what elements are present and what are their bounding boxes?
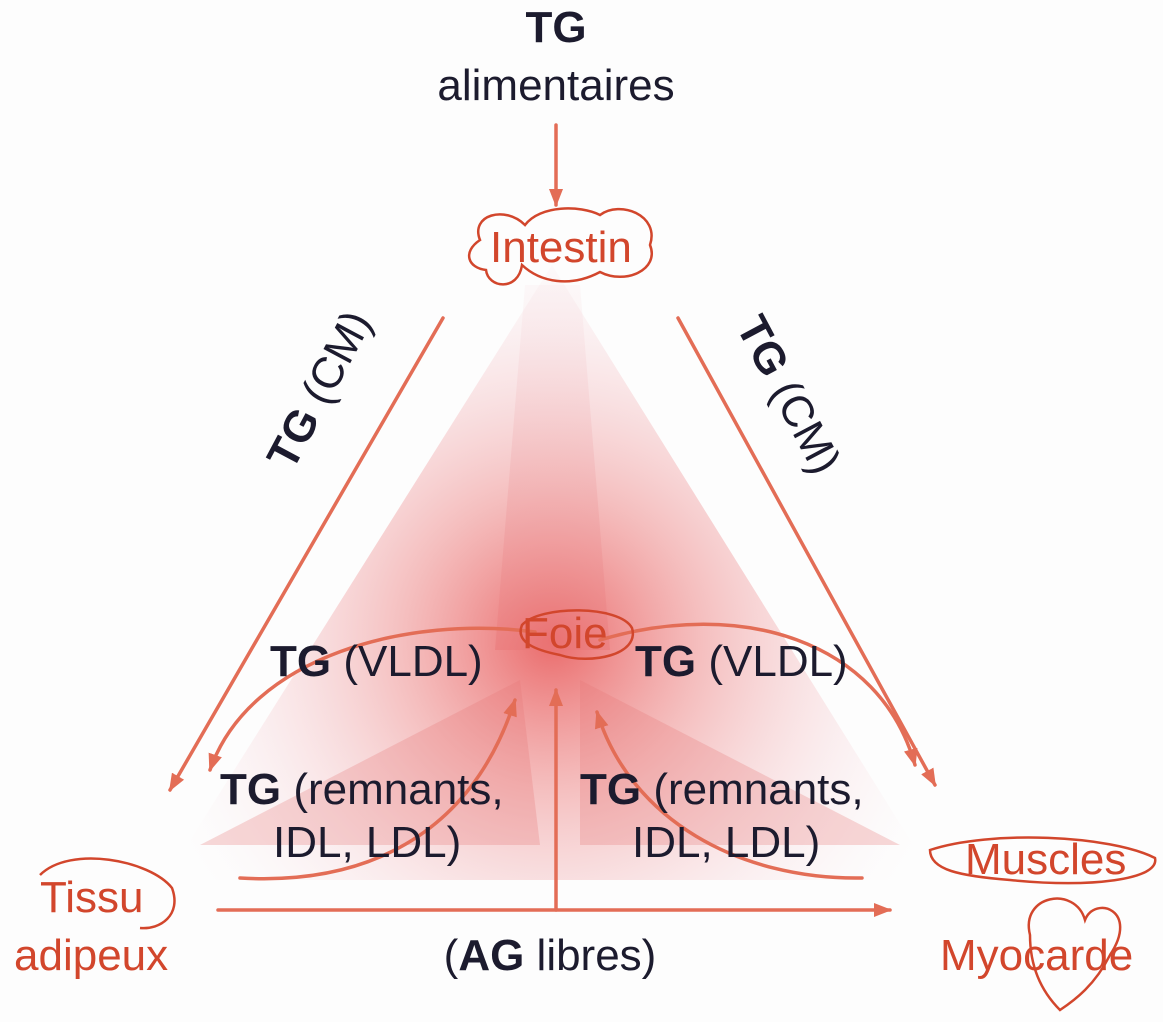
vldl-left-label: TG (VLDL) <box>270 636 483 688</box>
ag-open-paren: ( <box>444 931 459 980</box>
muscle-label: Muscles <box>965 834 1126 886</box>
myocardium-label: Myocarde <box>940 930 1133 982</box>
remnants-left-tg: TG <box>220 765 281 814</box>
remnants-right-line2: IDL, LDL) <box>632 817 820 869</box>
remnants-left-text1: (remnants, <box>293 765 503 814</box>
ag-libres-label: (AG libres) <box>380 930 720 982</box>
top-tg-label: TG <box>506 2 606 54</box>
liver-label: Foie <box>522 608 608 660</box>
vldl-left-carrier: (VLDL) <box>343 637 482 686</box>
ag-rest: libres) <box>524 931 656 980</box>
top-source-label: alimentaires <box>396 60 716 112</box>
ag-abbrev: AG <box>458 931 524 980</box>
intestine-label: Intestin <box>490 222 632 274</box>
remnants-right-text1: (remnants, <box>653 765 863 814</box>
remnants-right-tg: TG <box>580 765 641 814</box>
vldl-left-tg: TG <box>270 637 331 686</box>
remnants-left-line1: TG (remnants, <box>220 764 504 816</box>
vldl-right-tg: TG <box>635 637 696 686</box>
remnants-right-line1: TG (remnants, <box>580 764 864 816</box>
remnants-left-line2: IDL, LDL) <box>273 817 461 869</box>
vldl-right-carrier: (VLDL) <box>708 637 847 686</box>
adipose-label-line2: adipeux <box>14 930 168 982</box>
adipose-label-line1: Tissu <box>40 872 144 924</box>
vldl-right-label: TG (VLDL) <box>635 636 848 688</box>
